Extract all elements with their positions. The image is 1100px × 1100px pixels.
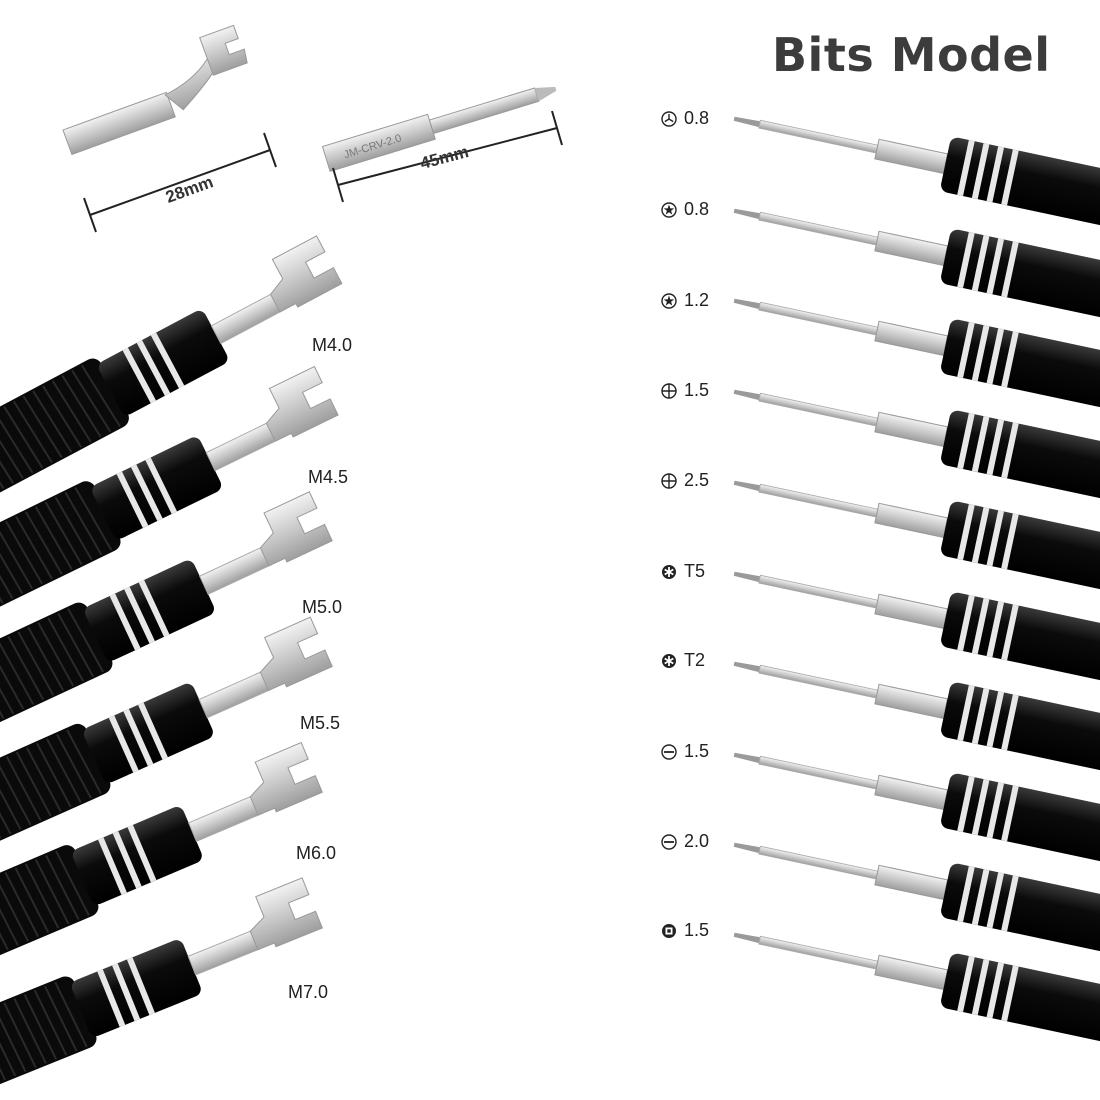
page-title: Bits Model [772,28,1051,82]
wrench-head [249,877,323,951]
wrench-size-label: M5.0 [302,597,343,617]
wrench-size-label: M5.5 [300,713,341,733]
wrench-size-label: M4.0 [312,335,353,355]
precision-screwdriver [733,480,1100,596]
torx-icon [662,653,676,668]
bit-label-row: 1.2 [660,290,709,311]
bit-label-row: 1.5 [660,380,709,401]
wrench-head [259,491,333,567]
bit-label-row: T2 [660,650,705,671]
wrench-size-label: M4.5 [308,467,349,487]
loose-wrench-bit [62,24,248,156]
wrench-screwdriver [0,235,343,518]
torx-icon [662,564,676,579]
bit-size-label: 0.8 [684,108,710,128]
bit-label-row: 2.0 [660,831,709,852]
bit-size-label: 1.2 [684,290,710,310]
bit-size-label: 1.5 [684,380,710,400]
bit-label-row: 0.8 [660,108,709,129]
wrench-bits [0,235,343,1100]
wrench-head [249,741,323,816]
bit-label-row: T5 [660,561,705,582]
precision-screwdriver [733,208,1100,324]
wrench-screwdriver [0,741,323,991]
dimension-line-45mm [332,110,563,203]
slotted-icon [661,743,677,760]
wrench-head [265,365,339,442]
phillips-icon [661,382,677,399]
bit-size-label: T2 [684,650,706,670]
pentalobe-icon [661,292,677,309]
bit-size-label: 2.5 [684,470,710,490]
slotted-icon [661,833,677,850]
precision-screwdriver [733,752,1100,868]
precision-screwdriver [733,389,1100,505]
wrench-head [259,616,333,692]
bit-size-label: 2.0 [684,831,710,851]
square-icon [662,923,676,938]
phillips-icon [661,472,677,489]
dimension-line-28mm [83,132,277,233]
bit-size-label: 1.5 [684,920,710,940]
bit-label-row: 0.8 [660,199,709,220]
bit-size-label: 1.5 [684,741,710,761]
bit-label-row: 1.5 [660,741,709,762]
precision-screwdriver [733,661,1100,777]
wrench-size-label: M6.0 [296,843,337,863]
screwdriver-bits [733,116,1100,1048]
y-tip-icon [661,110,677,127]
wrench-screwdriver [0,365,339,635]
precision-screwdriver [733,116,1100,232]
bit-label-row: 1.5 [660,920,709,941]
wrench-head [269,235,343,313]
precision-screwdriver [733,298,1100,414]
wrench-screwdriver [0,491,333,754]
precision-screwdriver [733,932,1100,1048]
bit-label-row: 2.5 [660,470,709,491]
wrench-screwdriver [0,616,333,873]
pentalobe-icon [661,201,677,218]
loose-screwdriver-bit: JM-CRV-2.0 [321,86,557,173]
bit-size-label: 0.8 [684,199,710,219]
precision-screwdriver [733,842,1100,958]
precision-screwdriver [733,571,1100,687]
wrench-screwdriver [0,877,323,1100]
bit-size-label: T5 [684,561,706,581]
wrench-size-label: M7.0 [288,982,329,1002]
